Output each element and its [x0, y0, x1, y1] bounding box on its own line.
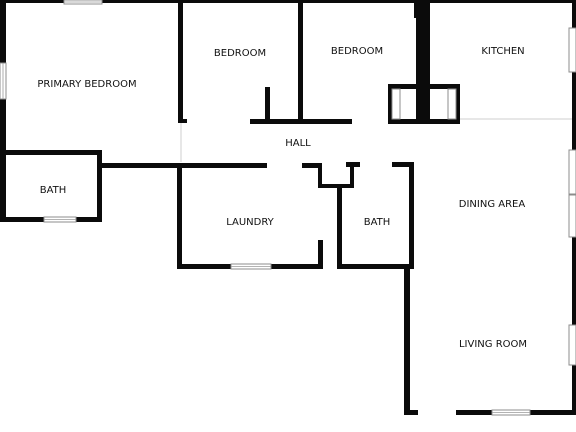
label-bedroom-1: BEDROOM	[214, 48, 266, 59]
window	[230, 263, 272, 270]
wall-closet-right	[350, 163, 354, 188]
wall-bed-divider	[298, 0, 303, 122]
label-dining-area: DINING AREA	[459, 199, 526, 210]
label-laundry: LAUNDRY	[226, 217, 274, 228]
wall-bath2-left	[337, 188, 342, 269]
wall-kitchen-ledge-r	[456, 84, 460, 122]
window	[568, 27, 576, 73]
wall-bath2-right	[409, 162, 414, 269]
wall-closet-left	[318, 163, 322, 188]
windows	[0, 0, 576, 416]
wall-primary-left	[0, 0, 6, 222]
wall-laundry-top-2	[302, 163, 322, 168]
open-boundaries	[180, 118, 576, 162]
wall-connector	[102, 163, 182, 168]
window	[568, 324, 576, 366]
label-bath-primary: BATH	[40, 185, 67, 196]
wall-living-bottom	[404, 410, 576, 415]
wall-primary-bottom	[6, 150, 102, 155]
label-primary-bedroom: PRIMARY BEDROOM	[37, 79, 136, 90]
window	[568, 149, 576, 195]
wall-laundry-top-1	[177, 163, 267, 168]
wall-bed-stub	[265, 87, 270, 122]
label-bath-hall: BATH	[364, 217, 391, 228]
wall-bath1-right	[97, 150, 102, 222]
wall-closet-bottom	[318, 184, 354, 188]
window	[43, 216, 77, 223]
window	[568, 194, 576, 238]
room-labels: PRIMARY BEDROOM BEDROOM BEDROOM KITCHEN …	[37, 46, 527, 350]
window	[391, 88, 457, 120]
wall-living-left	[404, 264, 410, 415]
window	[491, 409, 531, 416]
label-living-room: LIVING ROOM	[459, 339, 527, 350]
wall-primary-right	[178, 0, 183, 123]
label-kitchen: KITCHEN	[481, 46, 524, 57]
wall-laundry-right	[318, 240, 323, 269]
wall-bath2-top-2	[392, 162, 414, 167]
walls	[0, 0, 576, 415]
door-opening	[418, 410, 456, 415]
wall-kitchen-ledge	[388, 84, 460, 89]
label-bedroom-2: BEDROOM	[331, 46, 383, 57]
wall-top	[0, 0, 576, 3]
wall-kitchen-ledge-l	[388, 84, 392, 122]
window	[63, 0, 103, 5]
wall-hall-top-1	[183, 119, 187, 123]
wall-kitchen-column	[416, 0, 430, 122]
window	[0, 62, 7, 100]
wall-bath2-bottom	[337, 264, 414, 269]
wall-laundry-left	[177, 163, 182, 269]
label-hall: HALL	[285, 138, 311, 149]
